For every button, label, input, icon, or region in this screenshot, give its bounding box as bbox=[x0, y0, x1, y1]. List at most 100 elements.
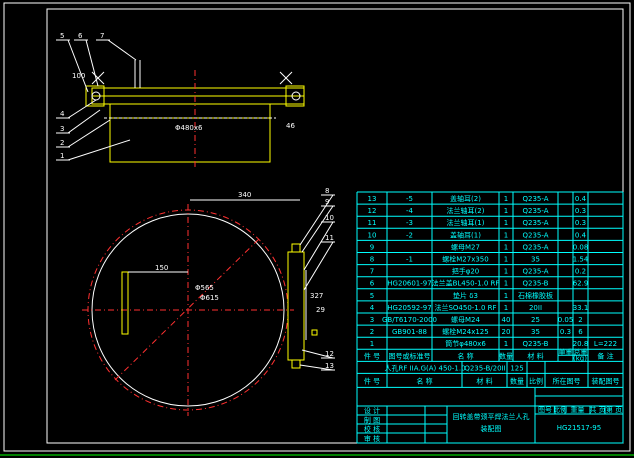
callout-label: 6 bbox=[78, 32, 83, 40]
table-cell: 0.3 bbox=[575, 219, 586, 227]
table-cell: Q235-B bbox=[523, 280, 549, 288]
table-cell: 6 bbox=[370, 280, 375, 288]
table-cell: 0.3 bbox=[575, 207, 586, 215]
title-small-header: 共 页 bbox=[589, 405, 605, 414]
table-cell: 螺栓M27x350 bbox=[442, 255, 488, 264]
assembly-header: 数量 bbox=[510, 376, 524, 385]
table-cell: Q235-A bbox=[522, 195, 548, 203]
table-cell: Q235-B bbox=[523, 340, 549, 348]
table-cell: 法兰轴耳(1) bbox=[447, 218, 485, 227]
table-cell: 33.1 bbox=[573, 304, 589, 312]
table-cell: 螺母M24 bbox=[451, 315, 480, 324]
callout-label: 3 bbox=[60, 125, 64, 133]
table-header: 材 料 bbox=[527, 351, 543, 360]
table-header: 件 号 bbox=[364, 351, 380, 360]
table-cell: 2 bbox=[370, 328, 374, 336]
table-cell: 25 bbox=[531, 316, 540, 324]
title-small-header: 第 页 bbox=[606, 405, 622, 414]
table-cell: 40 bbox=[502, 316, 511, 324]
table-cell: 法兰盖BL450-1.0 RF bbox=[432, 279, 500, 288]
table-cell: 1 bbox=[504, 219, 508, 227]
leader-line bbox=[107, 39, 137, 61]
table-cell: 盖轴耳(2) bbox=[450, 194, 481, 203]
table-cell: 盖轴耳(1) bbox=[450, 230, 481, 239]
table-cell: -4 bbox=[406, 207, 414, 215]
table-cell: 9 bbox=[370, 243, 374, 251]
table-cell: Q235-A bbox=[522, 243, 548, 251]
callout-label: 1 bbox=[60, 152, 64, 160]
leader-line bbox=[67, 39, 89, 93]
assembly-header: 装配图号 bbox=[592, 376, 620, 385]
table-cell: 螺母M27 bbox=[451, 242, 480, 251]
assembly-header: 件 号 bbox=[364, 376, 380, 385]
outer-frame bbox=[3, 2, 631, 452]
assembly-header: 材 料 bbox=[476, 376, 492, 385]
leader-line bbox=[303, 221, 334, 271]
table-cell: 1 bbox=[504, 256, 508, 264]
table-cell: 筒节φ480x6 bbox=[445, 339, 486, 348]
dim-bolt-circle: Φ565 bbox=[195, 284, 214, 292]
dim-handle: 150 bbox=[155, 264, 168, 272]
table-cell: 0.4 bbox=[575, 231, 587, 239]
dim-h2: 29 bbox=[316, 306, 325, 314]
leader-line bbox=[299, 194, 334, 246]
table-cell: 20II bbox=[529, 304, 542, 312]
leader-line bbox=[301, 349, 334, 359]
assembly-name: 人孔RF IIA.G(A) 450-1.0 bbox=[384, 364, 465, 372]
table-header: 数量 bbox=[499, 351, 513, 360]
role-label: 校 核 bbox=[364, 425, 380, 434]
table-cell: 1 bbox=[504, 207, 508, 215]
table-header: 备 注 bbox=[597, 351, 613, 360]
table-cell: Q235-A bbox=[522, 231, 548, 239]
title-small-header: 比例 bbox=[553, 405, 567, 414]
table-cell: 法兰轴耳(2) bbox=[447, 206, 485, 215]
leader-line bbox=[301, 205, 334, 253]
callout-label: 10 bbox=[325, 214, 334, 222]
dim-lid-dia: Φ480x6 bbox=[175, 124, 203, 132]
table-cell: 1.54 bbox=[573, 256, 589, 264]
table-cell: 7 bbox=[370, 268, 374, 276]
table-cell: 8 bbox=[370, 256, 374, 264]
table-cell: HG20592-97 bbox=[387, 304, 431, 312]
dim-flange: Φ615 bbox=[200, 294, 219, 302]
table-cell: HG20601-97 bbox=[387, 280, 431, 288]
drawing-subtitle: 装配图 bbox=[481, 424, 502, 433]
table-cell: Q235-A bbox=[522, 219, 548, 227]
table-cell: 1 bbox=[504, 231, 508, 239]
drawing-title: 回转盖带颈平焊法兰人孔 bbox=[453, 412, 530, 421]
table-cell: 3 bbox=[370, 316, 374, 324]
table-cell: 1 bbox=[504, 268, 508, 276]
table-cell: 法兰SO450-1.0 RF bbox=[434, 303, 496, 312]
table-cell: 62.9 bbox=[573, 280, 589, 288]
leader-line bbox=[85, 39, 99, 87]
leader-line bbox=[299, 364, 334, 371]
table-cell: -3 bbox=[406, 219, 413, 227]
drawing-number: HG21517-95 bbox=[557, 424, 601, 432]
table-header: 单重 bbox=[559, 347, 573, 356]
callout-label: 12 bbox=[325, 350, 334, 358]
table-cell: 1 bbox=[504, 304, 508, 312]
table-cell: 1 bbox=[504, 340, 508, 348]
table-cell: L=222 bbox=[594, 340, 617, 348]
table-cell: 13 bbox=[368, 195, 377, 203]
table-cell: -5 bbox=[406, 195, 413, 203]
assembly-header: 名 称 bbox=[416, 376, 432, 385]
table-cell: 1 bbox=[504, 243, 508, 251]
table-cell: 把手φ20 bbox=[452, 267, 480, 276]
dim-t1: 100 bbox=[72, 72, 85, 80]
callout-label: 13 bbox=[325, 362, 334, 370]
leader-line bbox=[67, 109, 101, 134]
table-cell: 1 bbox=[504, 195, 508, 203]
table-cell: 5 bbox=[370, 292, 374, 300]
role-label: 制 图 bbox=[364, 415, 380, 424]
table-cell: 0.05 bbox=[558, 316, 574, 324]
table-cell: 2 bbox=[578, 316, 582, 324]
table-header: 图号或标准号 bbox=[389, 351, 431, 360]
table-cell: 0.08 bbox=[573, 243, 589, 251]
title-small-header: 重量 bbox=[571, 406, 585, 414]
callout-label: 5 bbox=[60, 32, 64, 40]
callout-label: 4 bbox=[60, 110, 65, 118]
table-cell: 12 bbox=[368, 207, 377, 215]
table-cell: 10 bbox=[368, 231, 377, 239]
